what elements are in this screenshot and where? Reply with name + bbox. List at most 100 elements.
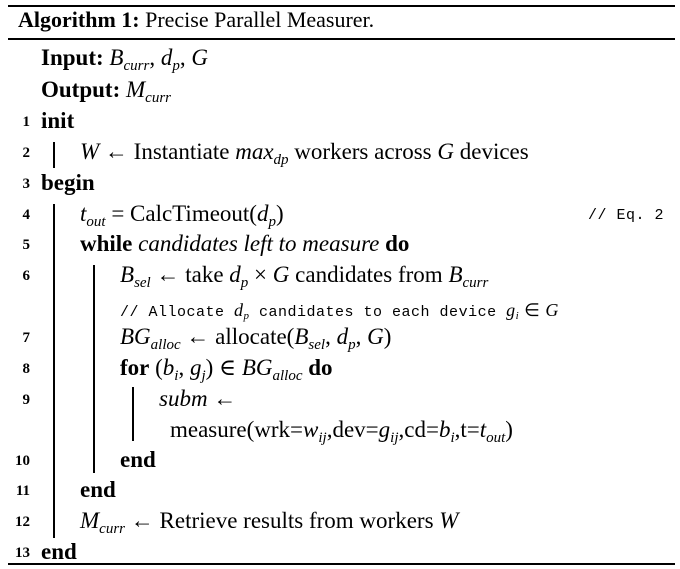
sub-i: i (515, 310, 520, 322)
var-w: W (80, 139, 100, 164)
sub-p: p (240, 275, 249, 291)
kw-for: for (120, 355, 150, 380)
sub-curr: curr (462, 275, 489, 291)
input-g: G (191, 45, 208, 70)
sub-p: p (268, 214, 276, 230)
sub-i: i (450, 430, 455, 446)
var-d: d (336, 324, 349, 349)
text: ( (149, 355, 163, 380)
init-block-bar (53, 142, 55, 168)
text: measure(wrk= (170, 417, 304, 442)
input-sep1: , (149, 45, 161, 70)
sub-out: out (86, 214, 106, 230)
text: ) (275, 201, 284, 226)
while-block-bar (93, 265, 95, 473)
output-var: M (126, 77, 146, 102)
for-block-bar (132, 387, 134, 441)
line-take: Bsel ← take dp × G candidates from Bcurr (120, 262, 488, 296)
text: ← Retrieve results from workers (125, 508, 440, 533)
arrow: ← (99, 139, 134, 164)
line-number: 12 (15, 514, 30, 530)
var-subm: subm (159, 386, 208, 411)
var-t: t (80, 201, 87, 226)
text: ) ∈ (205, 355, 242, 380)
header-rule (8, 38, 675, 40)
output-sub: curr (145, 90, 172, 106)
input-label: Input: (41, 45, 104, 70)
line-while: while candidates left to measure do (80, 231, 409, 257)
input-line: Input: Bcurr, dp, G (41, 45, 208, 79)
sub-dp: dp (273, 152, 289, 168)
comment-allocate: // Allocate dp candidates to each device… (120, 297, 559, 329)
comment-eq2: // Eq. 2 (588, 207, 665, 224)
var-w: w (303, 417, 319, 442)
input-sep2: , (179, 45, 192, 70)
line-number: 4 (22, 207, 31, 223)
var-g: G (367, 324, 384, 349)
begin-block-bar (53, 204, 55, 538)
line-number: 1 (22, 114, 31, 130)
line-number: 7 (22, 330, 31, 346)
var-d: d (256, 201, 269, 226)
sub-ij: ij (318, 430, 327, 446)
var-m: M (80, 508, 100, 533)
var-d: d (229, 262, 241, 287)
sub-sel: sel (308, 337, 326, 353)
var-g: G (272, 262, 290, 287)
comment-text: // Allocate (120, 304, 235, 321)
algorithm-title: Precise Parallel Measurer. (145, 7, 375, 32)
sub-sel: sel (134, 275, 151, 291)
while-condition: candidates left to measure (132, 231, 386, 256)
text: ,dev= (326, 417, 379, 442)
line-measure: measure(wrk=wij,dev=gij,cd=bi,t=tout) (170, 417, 513, 451)
text: candidates from (289, 262, 449, 287)
var-b: B (120, 262, 135, 287)
algorithm-caption: Algorithm 1: Precise Parallel Measurer. (18, 6, 374, 34)
var-b: B (294, 324, 309, 349)
line-instantiate: W ← Instantiate maxdp workers across G d… (80, 139, 529, 173)
var-b: b (438, 417, 451, 442)
var-d: d (234, 300, 244, 320)
line-end-for: end (120, 447, 156, 472)
var-g: G (545, 300, 559, 320)
line-number: 9 (22, 392, 31, 408)
var-g: g (506, 300, 516, 320)
arrow: ← (207, 386, 237, 411)
sub-curr: curr (99, 521, 126, 537)
line-number: 2 (22, 145, 31, 161)
var-bg: BG (241, 355, 273, 380)
var-t: t (479, 417, 487, 442)
var-max: max (235, 139, 274, 164)
line-number: 6 (22, 268, 31, 284)
input-b-sub: curr (123, 58, 150, 74)
kw-while: while (80, 231, 133, 256)
line-timeout: tout = CalcTimeout(dp) (80, 201, 284, 235)
line-init: init (41, 108, 75, 133)
kw-do: do (302, 355, 333, 380)
kw-do: do (385, 231, 410, 256)
var-g: G (437, 139, 454, 164)
sub-alloc: alloc (272, 368, 303, 384)
line-allocate: BGalloc ← allocate(Bsel, dp, G) (120, 324, 391, 358)
text: workers across (288, 139, 438, 164)
text: , (325, 324, 337, 349)
line-number: 10 (15, 453, 30, 469)
input-d-sub: p (172, 58, 180, 74)
text: ← allocate( (180, 324, 295, 349)
var-b: B (448, 262, 463, 287)
var-g: g (189, 355, 202, 380)
text: ,cd= (398, 417, 439, 442)
times: × (248, 262, 273, 287)
bottom-rule (8, 563, 675, 565)
algorithm-label: Algorithm 1: (18, 7, 140, 32)
var-b: b (162, 355, 175, 380)
text: Instantiate (133, 139, 236, 164)
text: , (355, 324, 368, 349)
text: = CalcTimeout( (105, 201, 257, 226)
var-w: W (439, 508, 459, 533)
output-line: Output: Mcurr (41, 77, 171, 111)
sub-j: j (201, 368, 206, 384)
var-g: g (378, 417, 391, 442)
text: ← take (150, 262, 230, 287)
line-end-while: end (80, 477, 116, 502)
